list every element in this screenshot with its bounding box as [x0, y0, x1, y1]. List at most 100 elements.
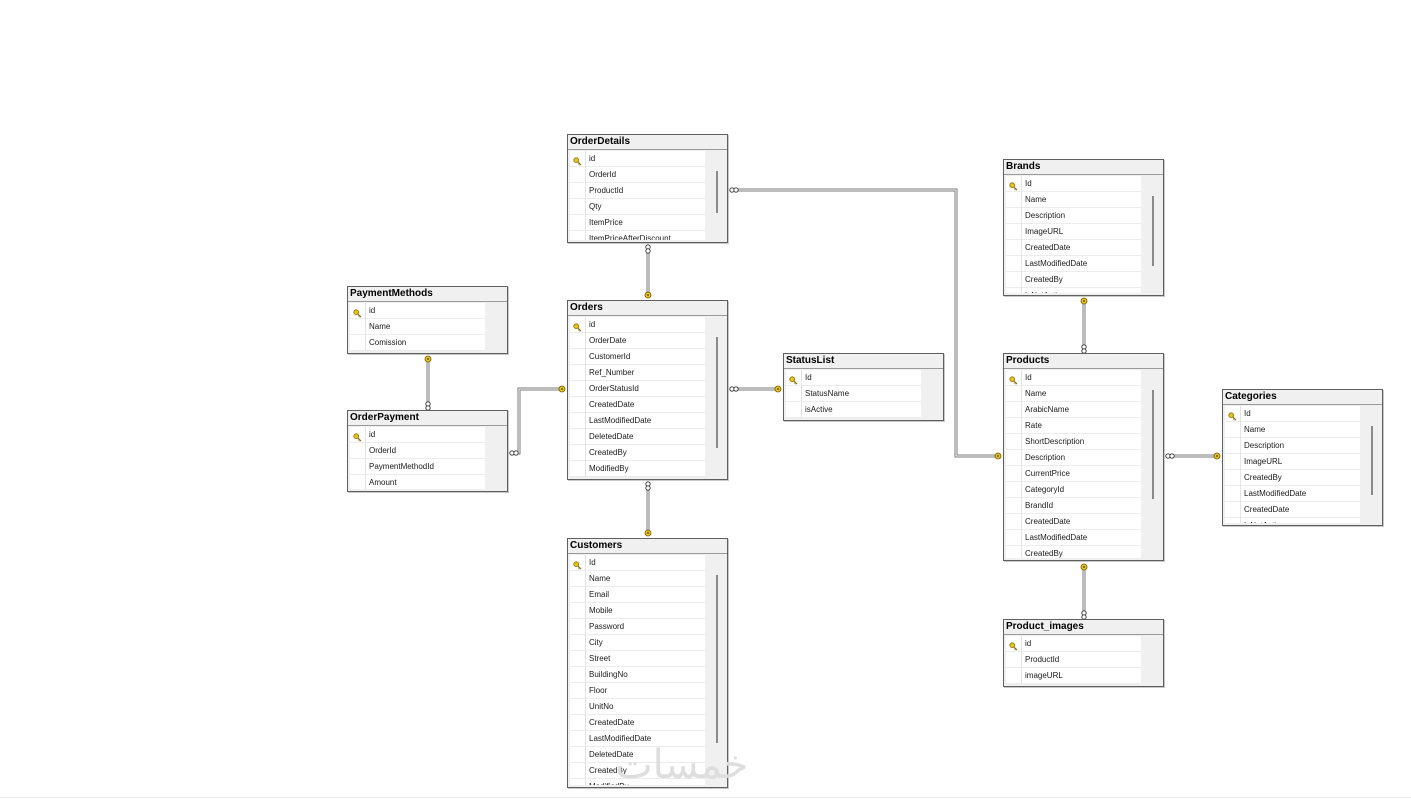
column-row[interactable]: StatusName — [786, 386, 921, 402]
column-row[interactable]: CreatedDate — [570, 715, 705, 731]
scrollbar-thumb[interactable] — [716, 337, 718, 448]
column-row[interactable]: ItemPrice — [570, 215, 705, 231]
column-row[interactable]: ProductId — [570, 183, 705, 199]
table-title[interactable]: Product_images — [1004, 620, 1163, 635]
column-row[interactable]: isActive — [786, 402, 921, 418]
column-row[interactable]: Description — [1225, 438, 1360, 454]
relationship-orderpayment-paymentmethods[interactable] — [424, 355, 432, 411]
table-title[interactable]: Customers — [568, 539, 727, 554]
column-row[interactable]: Id — [786, 370, 921, 386]
column-row[interactable]: Street — [570, 651, 705, 667]
column-row[interactable]: ArabicName — [1006, 402, 1141, 418]
column-row[interactable]: Description — [1006, 208, 1141, 224]
column-row[interactable]: Name — [1225, 422, 1360, 438]
column-row[interactable]: OrderStatusId — [570, 381, 705, 397]
column-row[interactable]: Rate — [1006, 418, 1141, 434]
scrollbar-thumb[interactable] — [1371, 426, 1373, 495]
column-row[interactable]: Name — [1006, 192, 1141, 208]
column-row[interactable]: Name — [570, 571, 705, 587]
table-title[interactable]: StatusList — [784, 354, 943, 369]
relationship-products-brands[interactable] — [1080, 297, 1088, 354]
column-row[interactable]: LastModifiedDate — [1006, 530, 1141, 546]
column-row[interactable]: Qty — [570, 199, 705, 215]
column-row[interactable]: CreatedBy — [1006, 272, 1141, 288]
column-row[interactable]: LastModifiedDate — [1225, 486, 1360, 502]
column-row[interactable]: Floor — [570, 683, 705, 699]
relationship-orderdetails-orders[interactable] — [644, 244, 652, 299]
column-row[interactable]: CreatedBy — [570, 763, 705, 779]
column-row[interactable]: ImageURL — [1006, 224, 1141, 240]
column-row[interactable]: CreatedDate — [1006, 514, 1141, 530]
column-row[interactable]: CreatedBy — [570, 445, 705, 461]
column-row[interactable]: CreatedBy — [1006, 546, 1141, 558]
column-row[interactable]: UnitNo — [570, 699, 705, 715]
relationship-products-categories[interactable] — [1165, 452, 1221, 460]
column-row[interactable]: Id — [1225, 406, 1360, 422]
column-row[interactable]: id — [570, 151, 705, 167]
column-row[interactable]: DeletedDate — [570, 747, 705, 763]
relationship-orders-customers[interactable] — [644, 481, 652, 537]
column-row[interactable]: Description — [1006, 450, 1141, 466]
column-row[interactable]: IsNotActive — [1006, 288, 1141, 293]
column-row[interactable]: CreatedDate — [570, 397, 705, 413]
scrollbar-thumb[interactable] — [716, 171, 718, 213]
column-row[interactable]: LastModifiedDate — [1006, 256, 1141, 272]
column-row[interactable]: Email — [570, 587, 705, 603]
column-row[interactable]: Ref_Number — [570, 365, 705, 381]
table-title[interactable]: Categories — [1223, 390, 1382, 405]
column-row[interactable]: Password — [570, 619, 705, 635]
column-row[interactable]: Mobile — [570, 603, 705, 619]
column-row[interactable]: DeletedDate — [570, 429, 705, 445]
column-row[interactable]: imageURL — [1006, 668, 1141, 684]
column-row[interactable]: BrandId — [1006, 498, 1141, 514]
column-row[interactable]: CustomerId — [570, 349, 705, 365]
table-title[interactable]: OrderDetails — [568, 135, 727, 150]
scrollbar-thumb[interactable] — [716, 575, 718, 743]
table-title[interactable]: OrderPayment — [348, 411, 507, 426]
column-row[interactable]: BuildingNo — [570, 667, 705, 683]
table-title[interactable]: PaymentMethods — [348, 287, 507, 302]
column-row[interactable]: Amount — [350, 475, 485, 489]
table-title[interactable]: Orders — [568, 301, 727, 316]
column-row[interactable]: PaymentMethodId — [350, 459, 485, 475]
column-row[interactable]: Id — [570, 555, 705, 571]
column-row[interactable]: CreatedBy — [1225, 470, 1360, 486]
column-row[interactable]: Name — [1006, 386, 1141, 402]
column-row[interactable]: ShortDescription — [1006, 434, 1141, 450]
column-row[interactable]: Comission — [350, 335, 485, 351]
relationship-orders-statuslist[interactable] — [729, 385, 782, 393]
column-row[interactable]: OrderId — [570, 167, 705, 183]
column-row[interactable]: id — [350, 303, 485, 319]
column-row[interactable]: ProductId — [1006, 652, 1141, 668]
column-row[interactable]: CreatedDate — [1225, 502, 1360, 518]
column-row[interactable]: ItemPriceAfterDiscount — [570, 231, 705, 240]
column-row[interactable]: ModifiedBy — [570, 779, 705, 785]
column-row[interactable]: LastModifiedDate — [570, 413, 705, 429]
column-row[interactable]: id — [350, 427, 485, 443]
column-row[interactable]: Id — [1006, 370, 1141, 386]
column-row[interactable]: OrderDate — [570, 333, 705, 349]
relationship-orderpayment-orders[interactable] — [509, 385, 566, 456]
column-row[interactable]: OrderId — [350, 443, 485, 459]
column-row[interactable]: ModifiedBy — [570, 461, 705, 477]
column-row[interactable]: IsNotActive — [1225, 518, 1360, 523]
scrollbar-thumb[interactable] — [1152, 196, 1154, 266]
column-row[interactable]: CategoryId — [1006, 482, 1141, 498]
column-row[interactable]: ImageURL — [1225, 454, 1360, 470]
column-row[interactable]: City — [570, 635, 705, 651]
scrollbar-thumb[interactable] — [1152, 390, 1154, 499]
column-row[interactable]: CreatedDate — [1006, 240, 1141, 256]
relationship-product_images-products[interactable] — [1080, 563, 1088, 620]
column-row[interactable]: CurrentPrice — [1006, 466, 1141, 482]
column-row[interactable]: Name — [350, 319, 485, 335]
column-row[interactable]: id — [1006, 636, 1141, 652]
